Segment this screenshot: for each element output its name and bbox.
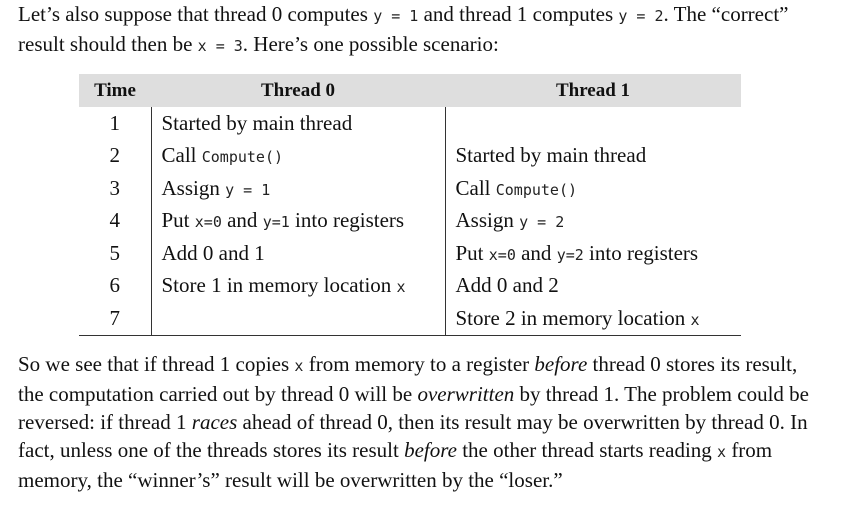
code-x: x [717, 443, 727, 461]
thread-1-cell: Started by main thread [445, 140, 741, 173]
cell-text: Started by main thread [455, 143, 647, 168]
emphasis-before: before [404, 438, 457, 462]
cell-code: x=0 [194, 213, 222, 232]
cell-text: Store 1 in memory location [161, 273, 397, 298]
table-row: 1 Started by main thread [79, 107, 741, 140]
cell-code: y=2 [556, 245, 584, 264]
time-cell: 1 [109, 110, 121, 135]
intro-text: . Here’s one possible scenario: [242, 32, 499, 56]
table-row: 7 Store 2 in memory location x [79, 302, 741, 336]
thread-0-cell: Assign y = 1 [150, 172, 446, 205]
outro-paragraph: So we see that if thread 1 copies x from… [18, 350, 818, 494]
cell-code: y = 2 [519, 213, 565, 232]
emphasis-before: before [534, 352, 588, 376]
cell-code: Compute() [495, 180, 578, 199]
cell-code: x [396, 278, 406, 297]
thread-1-cell: Put x=0 and y=2 into registers [445, 237, 741, 270]
cell-text: Started by main thread [161, 110, 353, 135]
table-row: 5 Add 0 and 1 Put x=0 and y=2 into registe… [79, 237, 741, 270]
cell-code: Compute() [201, 148, 284, 167]
cell-text: and [221, 208, 263, 233]
intro-text: Let’s also suppose that thread 0 compute… [18, 2, 374, 26]
cell-text: Call [161, 143, 202, 168]
thread-1-cell: Call Compute() [445, 172, 741, 205]
intro-paragraph: Let’s also suppose that thread 0 compute… [18, 0, 818, 60]
outro-text: So we see that if thread 1 copies [18, 352, 295, 376]
cell-code: y = 1 [225, 180, 271, 199]
thread-1-cell: Add 0 and 2 [445, 270, 741, 303]
cell-text: Add 0 and 2 [455, 273, 559, 298]
cell-text: Call [455, 175, 496, 200]
time-cell: 4 [109, 208, 121, 233]
outro-text: the other thread starts reading [456, 438, 718, 462]
cell-text: Add 0 and 1 [161, 240, 265, 265]
cell-code: x [690, 310, 700, 329]
header-thread-1: Thread 1 [445, 74, 741, 107]
outro-text: by thread 1. The problem could be revers… [18, 382, 809, 434]
time-cell: 2 [109, 143, 121, 168]
thread-0-cell: Put x=0 and y=1 into registers [150, 204, 446, 237]
cell-text: Put [455, 240, 489, 265]
thread-0-cell: Started by main thread [150, 107, 446, 140]
emphasis-races: races [191, 410, 238, 434]
outro-text: thread 0 stores its result, the computat… [18, 352, 798, 406]
cell-code: y=1 [262, 213, 290, 232]
thread-0-cell: Store 1 in memory location x [150, 269, 446, 302]
time-cell: 6 [109, 273, 121, 298]
header-thread-0: Thread 0 [151, 74, 445, 107]
code-x-eq-3: x = 3 [197, 37, 243, 55]
table-header-row: Time Thread 0 Thread 1 [79, 74, 741, 107]
thread-0-cell: Call Compute() [150, 139, 446, 172]
time-cell: 3 [109, 175, 121, 200]
intro-text: . The “correct” result should then be [18, 2, 789, 56]
cell-code: x=0 [488, 245, 516, 264]
cell-text: Put [161, 208, 195, 233]
thread-0-cell [150, 302, 446, 336]
cell-text: into registers [289, 208, 405, 233]
thread-1-cell [445, 107, 741, 140]
code-x: x [294, 357, 304, 375]
thread-0-cell: Add 0 and 1 [150, 237, 446, 270]
code-y-eq-1: y = 1 [373, 7, 419, 25]
cell-text: into registers [583, 240, 699, 265]
cell-text: and [515, 240, 557, 265]
cell-text: Store 2 in memory location [455, 305, 691, 330]
thread-1-cell: Assign y = 2 [445, 205, 741, 238]
table-row: 2 Call Compute() Started by main thread [79, 139, 741, 173]
intro-text: and thread 1 computes [418, 2, 619, 26]
outro-text: from memory, the “winner’s” result will … [18, 438, 773, 492]
cell-text: Assign [455, 208, 520, 233]
thread-1-cell: Store 2 in memory location x [445, 302, 741, 336]
time-cell: 5 [109, 240, 121, 265]
code-y-eq-2: y = 2 [618, 7, 664, 25]
cell-text: Assign [161, 175, 226, 200]
outro-text: from memory to a register [303, 352, 535, 376]
time-cell: 7 [79, 302, 151, 336]
table-row: 6 Store 1 in memory location x Add 0 and 2 [79, 269, 741, 303]
emphasis-overwritten: overwritten [417, 382, 515, 406]
header-time: Time [79, 74, 151, 107]
outro-text: ahead of thread 0, then its result may b… [18, 410, 808, 462]
